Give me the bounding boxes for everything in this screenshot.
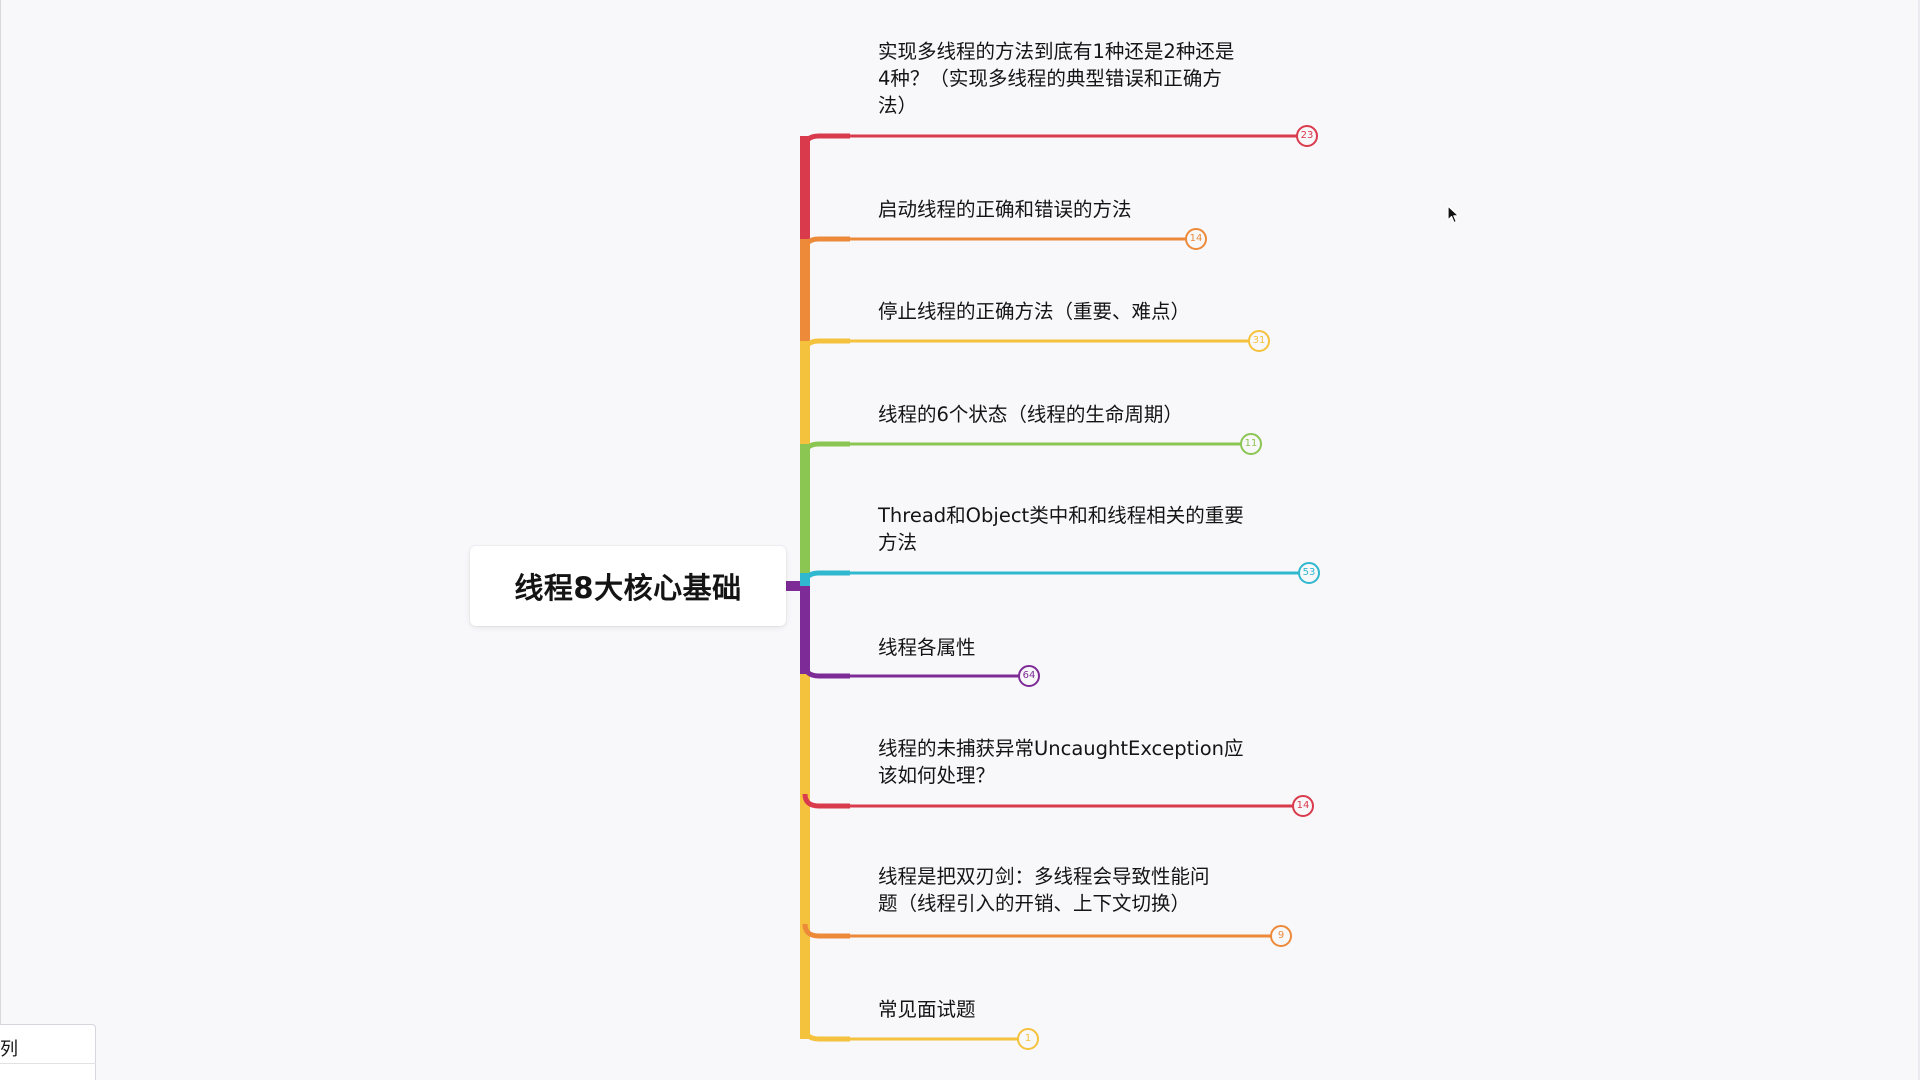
root-topic-label: 线程8大核心基础 [514,571,742,605]
branch-elbow-6 [802,663,850,679]
branch-elbow-1 [802,133,850,149]
subtopic-label-7[interactable]: 线程的未捕获异常UncaughtException应 该如何处理？ [878,737,1244,787]
subtopic-label-5[interactable]: Thread和Object类中和和线程相关的重要 方法 [878,504,1244,554]
side-panel-tab[interactable]: 列 [0,1024,96,1080]
branch-elbow-4 [802,441,850,457]
branch-elbow-8 [802,923,850,939]
branch-elbow-7 [802,793,850,809]
collapse-count-badge-5[interactable]: 53 [1298,562,1320,584]
side-panel-divider [0,1063,96,1064]
arrow-cursor-icon [1447,205,1460,224]
left-divider [0,0,1,1080]
collapse-count-badge-8[interactable]: 9 [1270,925,1292,947]
subtopic-label-3[interactable]: 停止线程的正确方法（重要、难点） [878,300,1191,323]
subtopic-label-6[interactable]: 线程各属性 [878,636,976,659]
subtopic-label-2[interactable]: 启动线程的正确和错误的方法 [878,198,1132,221]
branch-elbow-3 [802,338,850,354]
side-panel-tab-label: 列 [0,1039,18,1060]
root-topic[interactable]: 线程8大核心基础 [470,546,786,626]
subtopic-label-9[interactable]: 常见面试题 [878,998,976,1021]
branch-elbow-9 [802,1026,850,1042]
collapse-count-badge-1[interactable]: 23 [1296,125,1318,147]
collapse-count-badge-9[interactable]: 1 [1017,1028,1039,1050]
collapse-count-badge-6[interactable]: 64 [1018,665,1040,687]
right-divider [1918,0,1920,1080]
collapse-count-badge-7[interactable]: 14 [1292,795,1314,817]
collapse-count-badge-3[interactable]: 31 [1248,330,1270,352]
collapse-count-badge-2[interactable]: 14 [1185,228,1207,250]
subtopic-label-1[interactable]: 实现多线程的方法到底有1种还是2种还是 4种？（实现多线程的典型错误和正确方 法… [878,40,1235,117]
branch-elbow-5 [802,570,850,586]
subtopic-label-4[interactable]: 线程的6个状态（线程的生命周期） [878,403,1183,426]
branch-elbow-2 [802,236,850,252]
collapse-count-badge-4[interactable]: 11 [1240,433,1262,455]
subtopic-label-8[interactable]: 线程是把双刃剑：多线程会导致性能问 题（线程引入的开销、上下文切换） [878,865,1210,915]
